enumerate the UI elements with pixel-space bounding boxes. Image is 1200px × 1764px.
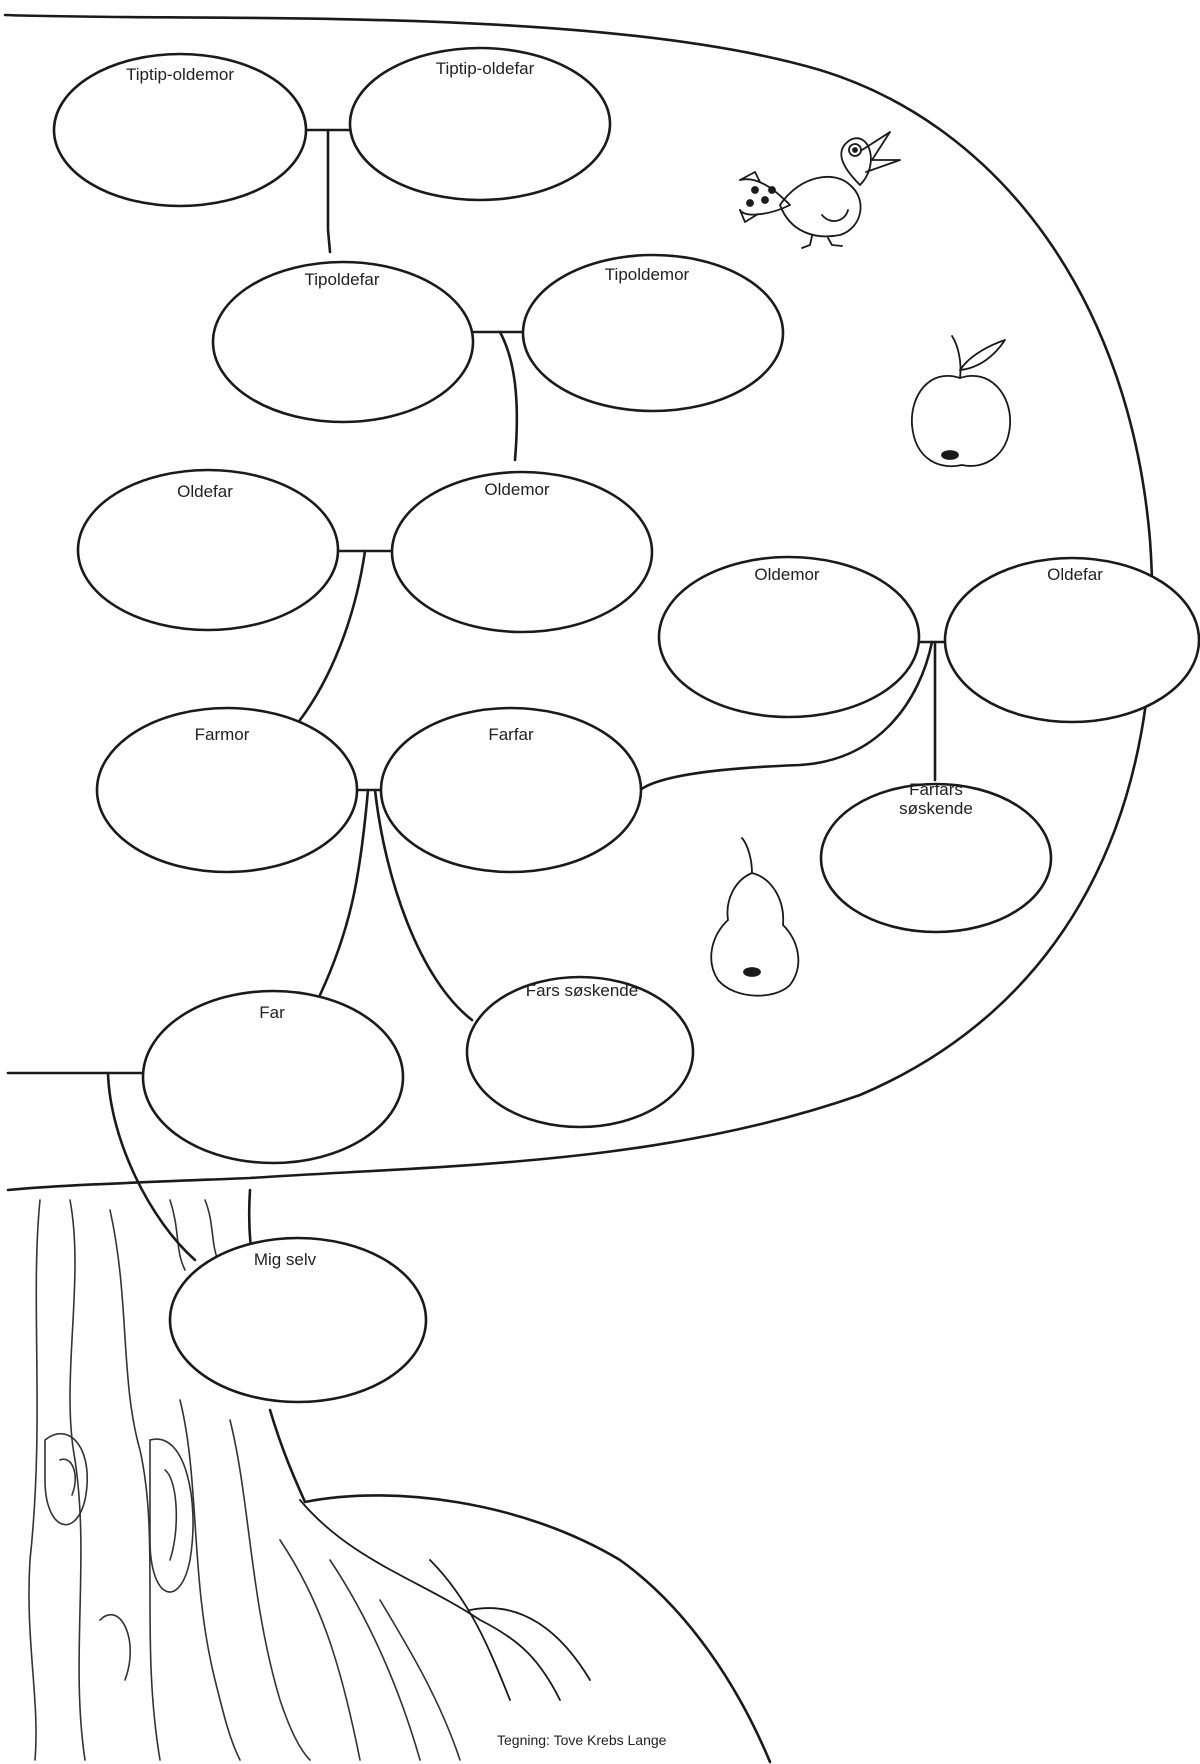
label-tiptip-oldefar: Tiptip-oldefar (436, 59, 535, 78)
label-tiptip-oldemor: Tiptip-oldemor (126, 65, 234, 84)
label-tipoldemor: Tipoldemor (605, 265, 690, 284)
tree-trunk (28, 1188, 772, 1764)
person-oldemor-left[interactable]: Oldemor (390, 470, 654, 634)
credit-text: Tegning: Tove Krebs Lange (497, 1732, 667, 1748)
label-farfars-soskende-2: søskende (899, 799, 973, 818)
label-farfars-soskende-1: Farfars (909, 780, 963, 799)
person-oldefar-left[interactable]: Oldefar (76, 468, 340, 632)
label-farfar: Farfar (488, 725, 534, 744)
person-tiptip-oldemor[interactable]: Tiptip-oldemor (52, 52, 308, 208)
label-mig-selv: Mig selv (254, 1250, 317, 1269)
label-far: Far (259, 1003, 285, 1022)
bird-icon (739, 131, 901, 249)
label-farmor: Farmor (195, 725, 250, 744)
person-farmor[interactable]: Farmor (95, 706, 359, 874)
label-oldefar-left: Oldefar (177, 482, 233, 501)
person-fars-soskende[interactable]: Fars søskende (465, 975, 695, 1129)
person-farfars-soskende[interactable]: Farfars søskende (819, 780, 1053, 934)
label-tipoldefar: Tipoldefar (305, 270, 380, 289)
person-oldemor-right[interactable]: Oldemor (657, 555, 921, 719)
person-tiptip-oldefar[interactable]: Tiptip-oldefar (348, 46, 612, 202)
label-oldefar-right: Oldefar (1047, 565, 1103, 584)
label-oldemor-right: Oldemor (754, 565, 820, 584)
person-far[interactable]: Far (141, 989, 405, 1165)
canopy-outline (3, 13, 1154, 1192)
person-farfar[interactable]: Farfar (379, 706, 643, 874)
label-fars-soskende: Fars søskende (526, 981, 638, 1000)
label-oldemor-left: Oldemor (484, 480, 550, 499)
pear-icon (710, 837, 800, 997)
person-oldefar-right[interactable]: Oldefar (943, 556, 1200, 724)
person-mig-selv[interactable]: Mig selv (168, 1236, 428, 1404)
connectors (6, 128, 947, 1262)
person-tipoldemor[interactable]: Tipoldemor (521, 253, 785, 413)
apple-icon (911, 335, 1011, 468)
person-tipoldefar[interactable]: Tipoldefar (211, 260, 475, 424)
